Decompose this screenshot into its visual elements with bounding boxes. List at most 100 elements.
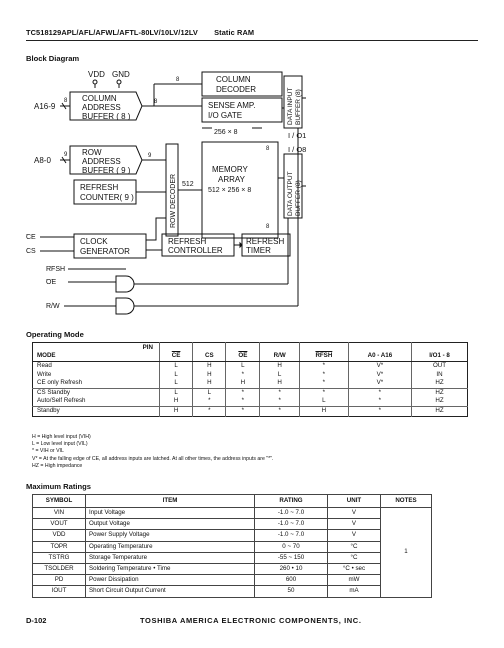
io8-label: I / O8: [288, 145, 306, 154]
mode-name: CS Standby: [32, 387, 160, 398]
rating-item: Input Voltage: [85, 506, 255, 520]
svg-text:DECODER: DECODER: [216, 85, 256, 94]
pin-value: *: [225, 387, 260, 398]
oe-pin-label: OE: [46, 279, 56, 286]
pin-value: HZ: [411, 397, 468, 407]
rating-rating: 50: [254, 585, 328, 598]
header-rule: [26, 40, 478, 41]
pin-value: V*: [347, 370, 412, 380]
svg-text:9: 9: [148, 153, 152, 159]
svg-text:SENSE AMP.: SENSE AMP.: [208, 101, 255, 110]
rating-rating: -1.0 ~ 7.0: [254, 518, 328, 531]
rating-rating: -1.0 ~ 7.0: [254, 529, 328, 542]
svg-text:COUNTER( 9 ): COUNTER( 9 ): [80, 193, 134, 202]
pin-value: H: [192, 370, 226, 380]
svg-text:CLOCK: CLOCK: [80, 237, 108, 246]
pin-value: *: [192, 405, 226, 417]
ce-pin-label: CE: [26, 234, 36, 241]
rating-unit: °C: [327, 551, 381, 565]
col-rw: R/W: [259, 342, 300, 362]
pin-value: H: [259, 379, 300, 389]
row-width-label: 512: [182, 181, 194, 188]
svg-text:REFRESH: REFRESH: [246, 237, 284, 246]
power-pins: VDD GND: [88, 70, 130, 79]
pin-value: *: [298, 379, 349, 389]
svg-text:8: 8: [266, 146, 270, 152]
pin-value: HZ: [411, 387, 468, 398]
data-output-buffer: DATA OUTPUT BUFFER (8): [283, 153, 303, 219]
rating-rating: -55 ~ 150: [254, 551, 328, 565]
svg-text:MEMORY: MEMORY: [212, 165, 249, 174]
refresh-controller: REFRESH CONTROLLER: [161, 233, 235, 257]
svg-text:ROW: ROW: [82, 148, 102, 157]
rating-item: Power Dissipation: [85, 574, 255, 587]
rating-unit: V: [327, 506, 381, 520]
rating-item: Output Voltage: [85, 518, 255, 531]
rating-rating: 600: [254, 574, 328, 587]
svg-text:COLUMN: COLUMN: [216, 75, 251, 84]
pin-value: HZ: [411, 405, 468, 417]
rating-sym: TSOLDER: [32, 563, 86, 576]
note-hz: HZ = High impedance: [32, 462, 83, 469]
mode-name: CE only Refresh: [37, 379, 83, 387]
col-rating: RATING: [254, 494, 328, 508]
rating-unit: °C: [327, 540, 381, 553]
col-cs: CS: [192, 342, 226, 362]
operating-mode-notes: H = High level input (VIH) L = Low level…: [32, 434, 273, 470]
operating-mode-title: Operating Mode: [26, 330, 84, 339]
pin-value: L: [192, 387, 226, 398]
pin-value: OUT: [411, 361, 468, 371]
pin-value: H: [158, 397, 193, 407]
gnd-pin: [116, 79, 122, 85]
pin-value: *: [347, 387, 412, 398]
a169-label: A16-9: [34, 102, 56, 111]
table-corner-header: PIN MODE: [32, 342, 160, 362]
svg-text:DATA OUTPUT: DATA OUTPUT: [287, 171, 294, 216]
bus-a-width: 8: [64, 98, 68, 104]
part-number: TC518129APL/AFL/AFWL/AFTL-80LV/10LV/12LV: [26, 28, 198, 37]
rating-item: Operating Temperature: [85, 540, 255, 553]
row-address-buffer: ROW ADDRESS BUFFER ( 9 ): [69, 145, 143, 175]
mode-header: MODE: [37, 352, 56, 360]
col-notes: NOTES: [380, 494, 432, 508]
col-rfsh: RFSH: [298, 342, 349, 362]
pin-header: PIN: [142, 344, 153, 351]
mode-name: Auto/Self Refresh: [37, 397, 86, 405]
svg-text:REFRESH: REFRESH: [80, 183, 118, 192]
pin-value: *: [225, 405, 260, 417]
refresh-timer: REFRESH TIMER: [241, 233, 291, 257]
pin-value: IN: [411, 370, 468, 380]
rating-unit: V: [327, 529, 381, 542]
svg-text:COLUMN: COLUMN: [82, 94, 117, 103]
rating-sym: IOUT: [32, 585, 86, 598]
pin-value: L: [158, 370, 193, 380]
bus-256x8-label: 256 × 8: [214, 129, 238, 136]
note-star: * = VIH or VIL: [32, 448, 64, 455]
pin-value: L: [225, 361, 260, 371]
pin-value: L: [158, 379, 193, 389]
svg-text:ADDRESS: ADDRESS: [82, 103, 121, 112]
column-decoder: COLUMN DECODER: [201, 71, 283, 97]
rating-sym: VOUT: [32, 518, 86, 531]
refresh-counter: REFRESH COUNTER( 9 ): [73, 179, 137, 205]
svg-text:BUFFER ( 8 ): BUFFER ( 8 ): [82, 112, 131, 121]
rfsh-pin-label: RFSH: [46, 266, 65, 273]
and-gate-oe: [115, 275, 135, 293]
page-header: TC518129APL/AFL/AFWL/AFTL-80LV/10LV/12LV…: [26, 28, 254, 37]
rating-sym: TSTRG: [32, 551, 86, 565]
pin-value: *: [259, 397, 300, 407]
gnd-label: GND: [112, 70, 130, 79]
and-gate-rw: [115, 297, 135, 315]
note-v: V* = At the falling edge of CE, all addr…: [32, 455, 274, 462]
pin-value: *: [192, 397, 226, 407]
